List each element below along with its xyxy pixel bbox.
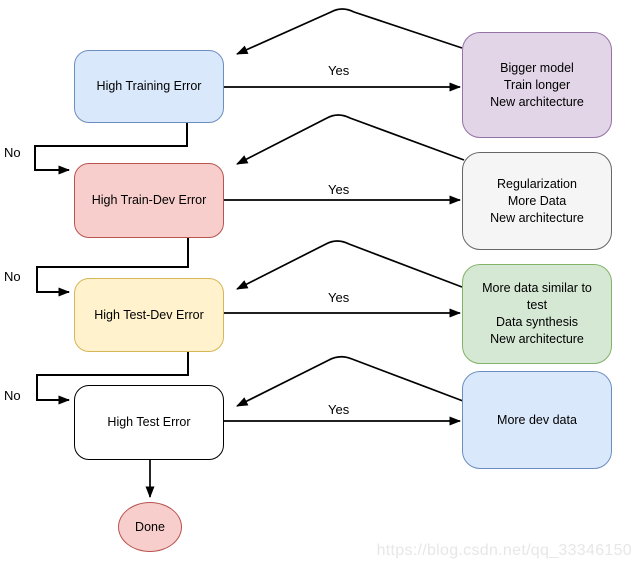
- watermark: https://blog.csdn.net/qq_33346150: [376, 542, 632, 559]
- node-high-training-error: High Training Error: [74, 50, 224, 123]
- node-label-line: More Data: [507, 193, 567, 208]
- node-high-test-dev-error: High Test-Dev Error: [74, 278, 224, 352]
- node-label: High Test Error: [107, 415, 191, 429]
- edge-label-no-1: No: [4, 145, 21, 160]
- node-label-line: New architecture: [490, 94, 584, 109]
- edge-no-test-dev: [36, 352, 189, 405]
- edge-label-yes-2: Yes: [328, 182, 350, 197]
- node-done: Done: [118, 502, 182, 552]
- edge-label-yes-4: Yes: [328, 402, 350, 417]
- node-label-line: More dev data: [497, 412, 577, 427]
- node-regularization: Regularization More Data New architectur…: [462, 152, 612, 250]
- node-label: High Train-Dev Error: [91, 193, 207, 207]
- edge-feedback-bigger-model: [236, 8, 463, 55]
- node-label-line: Bigger model: [500, 60, 574, 75]
- node-label-line: More data similar to test: [482, 281, 592, 312]
- node-label-line: Train longer: [503, 77, 571, 92]
- edge-feedback-more-dev-data: [236, 355, 464, 407]
- node-label-line: New architecture: [490, 332, 584, 346]
- node-high-test-error: High Test Error: [74, 385, 224, 460]
- node-label: High Test-Dev Error: [94, 307, 204, 322]
- node-more-data-similar: More data similar to test Data synthesis…: [462, 264, 612, 364]
- node-label-line: Regularization: [497, 176, 577, 191]
- node-label: High Training Error: [96, 79, 202, 93]
- node-high-train-dev-error: High Train-Dev Error: [74, 163, 224, 238]
- node-more-dev-data: More dev data: [462, 371, 612, 469]
- edge-label-no-2: No: [4, 269, 21, 284]
- edge-no-train-dev: [36, 238, 189, 297]
- edge-label-no-3: No: [4, 388, 21, 403]
- edge-label-yes-3: Yes: [328, 290, 350, 305]
- node-label-line: New architecture: [490, 210, 584, 225]
- edge-no-training: [34, 123, 188, 175]
- edge-label-yes-1: Yes: [328, 63, 350, 78]
- edge-feedback-regularization: [236, 114, 465, 165]
- node-label-line: Data synthesis: [496, 315, 578, 329]
- edge-feedback-more-data: [236, 240, 463, 290]
- node-bigger-model: Bigger model Train longer New architectu…: [462, 32, 612, 138]
- node-label: Done: [135, 519, 165, 534]
